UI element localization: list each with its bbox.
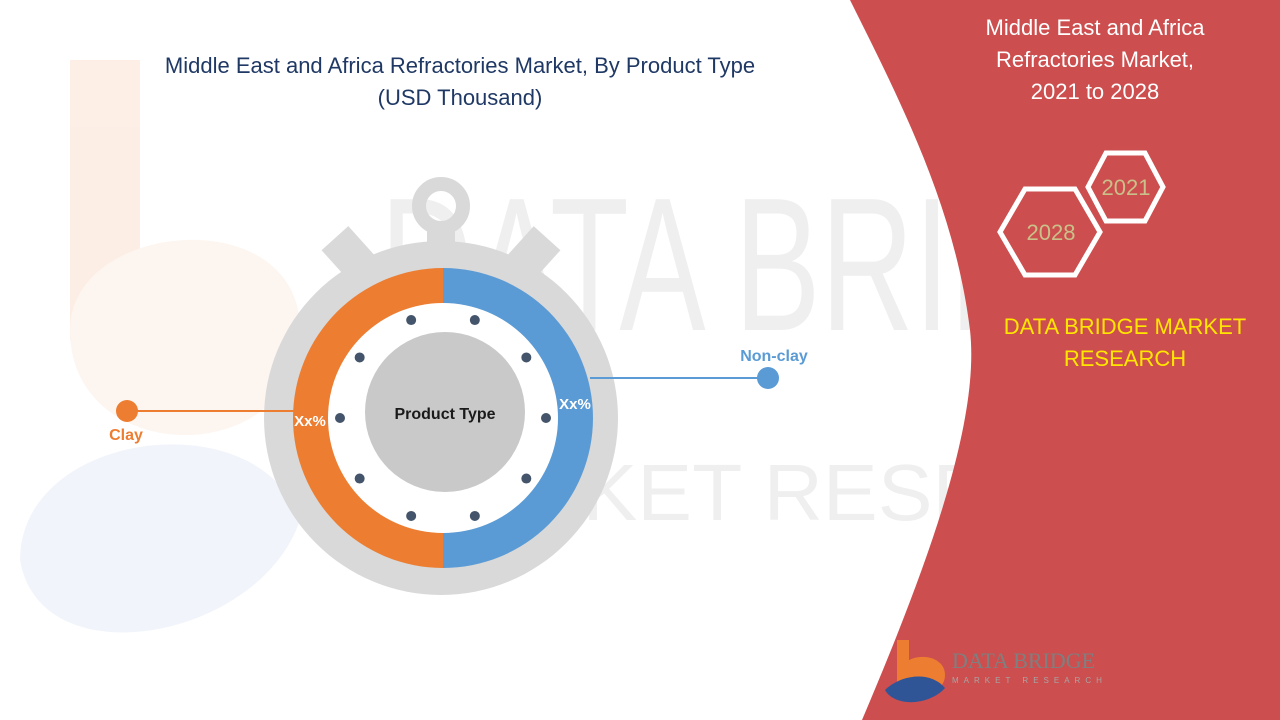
clay-label: Clay <box>109 427 143 444</box>
chart-title: Middle East and Africa Refractories Mark… <box>90 50 830 114</box>
panel-title-line-2: Refractories Market, <box>995 47 1195 72</box>
panel-title-line-1: Middle East and Africa <box>985 15 1205 40</box>
panel-title-line-3: 2021 to 2028 <box>1030 79 1160 104</box>
tick-dot <box>354 473 365 484</box>
center-label: Product Type <box>394 406 495 423</box>
company-logo <box>885 640 945 703</box>
logo-text: DATA BRIDGE <box>952 648 1096 673</box>
year-hexagons: 2021 2028 <box>997 150 1166 278</box>
hexagon-2021 <box>1085 150 1166 224</box>
tick-dots <box>335 315 551 521</box>
brand-name-line-2: RESEARCH <box>1063 346 1187 371</box>
clay-marker <box>116 400 138 422</box>
hexagon-2028 <box>997 186 1103 278</box>
logo-base <box>885 676 945 703</box>
year-2021-label: 2021 <box>1102 175 1151 200</box>
tick-dot <box>521 352 532 363</box>
donut-chart <box>293 268 593 568</box>
non-clay-marker <box>757 367 779 389</box>
brand-name-line-1: DATA BRIDGE MARKET <box>1003 314 1247 339</box>
tick-dot <box>354 352 365 363</box>
brand-name: DATA BRIDGE MARKET RESEARCH <box>960 311 1280 375</box>
non-clay-value-label: Xx% <box>559 396 591 413</box>
panel-title: Middle East and Africa Refractories Mark… <box>930 12 1260 108</box>
tick-dot <box>541 413 551 423</box>
center-circle <box>365 332 525 492</box>
non-clay-label: Non-clay <box>740 348 808 365</box>
donut-slice-non-clay <box>443 268 593 568</box>
tick-dot <box>469 315 480 326</box>
right-panel-background <box>850 0 1280 720</box>
tick-dot <box>521 473 532 484</box>
logo-subtext: MARKET RESEARCH <box>952 676 1107 685</box>
chart-title-line: Middle East and Africa Refractories Mark… <box>164 53 756 78</box>
clay-value-label: Xx% <box>294 413 326 430</box>
callout-clay: Clay <box>109 400 296 444</box>
year-2028-label: 2028 <box>1027 220 1076 245</box>
callout-non-clay: Non-clay <box>590 348 808 389</box>
tick-dot <box>469 510 480 521</box>
tick-dot <box>406 315 417 326</box>
chart-subtitle-line: (USD Thousand) <box>377 85 543 110</box>
donut-slice-clay <box>293 268 443 568</box>
tick-dot <box>335 413 345 423</box>
tick-dot <box>406 510 417 521</box>
